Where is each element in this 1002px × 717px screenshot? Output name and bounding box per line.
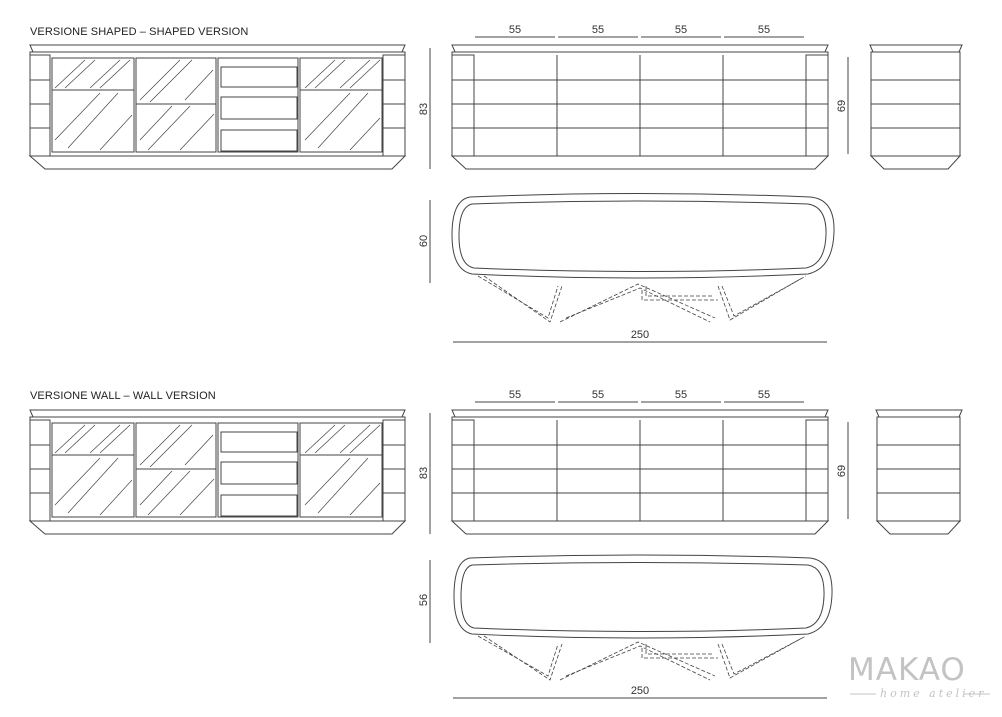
cabinet-base	[28, 155, 407, 170]
door-frame-2	[135, 57, 217, 153]
module-width-label: 55	[758, 24, 770, 36]
top-plate	[29, 44, 406, 53]
brand-tagline: home atelier	[880, 687, 987, 700]
side-view-wall	[875, 409, 963, 535]
glass-hatch	[54, 59, 381, 151]
height-front-label: 83	[418, 103, 430, 115]
width-label: 250	[631, 685, 649, 697]
height-side-label: 69	[836, 100, 848, 112]
module-width-label: 55	[675, 389, 687, 401]
module-width-label: 55	[592, 24, 604, 36]
height-side-label: 69	[836, 465, 848, 477]
section-title-shaped: VERSIONE SHAPED – SHAPED VERSION	[30, 26, 249, 38]
module-width-label: 55	[509, 24, 521, 36]
depth-label: 60	[418, 235, 430, 247]
width-label: 250	[631, 329, 649, 341]
front-view-glass-shaped	[28, 44, 407, 170]
door-frame-3	[299, 57, 383, 153]
brand-logo: MAKAO	[848, 652, 966, 688]
side-view-shaped	[869, 44, 963, 170]
depth-label: 56	[418, 594, 430, 606]
height-front-label: 83	[418, 467, 430, 479]
plan-view-wall	[453, 554, 833, 681]
plan-view-shaped	[451, 193, 835, 323]
drawer-stack	[217, 57, 299, 153]
module-width-label: 55	[592, 389, 604, 401]
front-view-glass-wall	[28, 409, 407, 535]
side-column-left	[29, 54, 51, 157]
front-view-modules-shaped	[450, 44, 830, 170]
module-width-label: 55	[675, 24, 687, 36]
module-width-label: 55	[509, 389, 521, 401]
section-title-wall: VERSIONE WALL – WALL VERSION	[30, 390, 216, 402]
module-width-label: 55	[758, 389, 770, 401]
side-column-right	[382, 54, 406, 157]
door-frame-1	[51, 57, 135, 153]
front-view-modules-wall	[450, 409, 830, 535]
